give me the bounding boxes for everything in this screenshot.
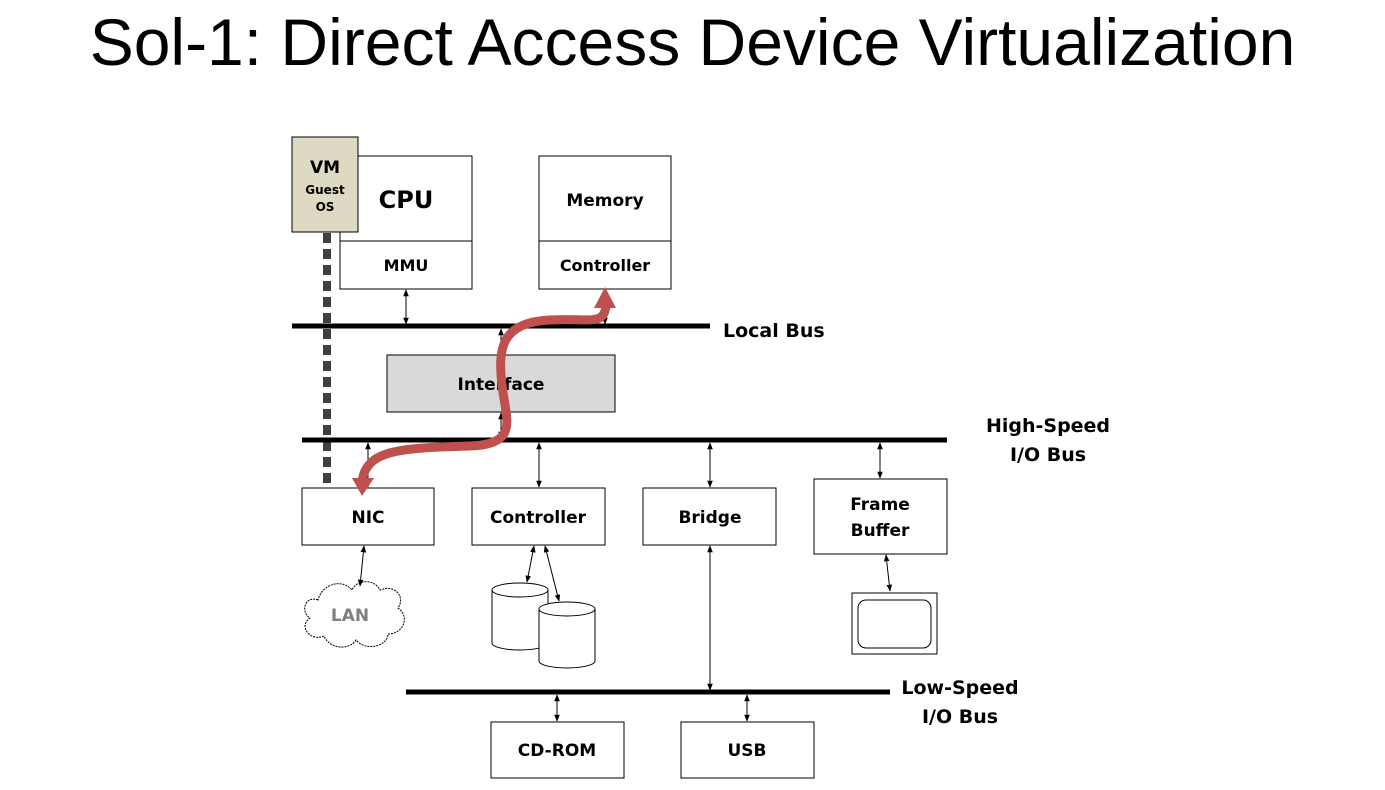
cdrom-label: CD-ROM bbox=[518, 741, 596, 761]
high-speed-bus-label-1: High-Speed bbox=[986, 415, 1110, 437]
frame-buffer-label-2: Buffer bbox=[851, 521, 910, 541]
monitor-icon bbox=[851, 592, 938, 655]
controller-disk2-arrow bbox=[543, 545, 561, 602]
bridge-box bbox=[642, 487, 777, 546]
usb-label: USB bbox=[727, 741, 766, 761]
mmu-label: MMU bbox=[384, 256, 429, 275]
vm-guest-os-box bbox=[291, 136, 359, 233]
memory-controller-label: Controller bbox=[560, 256, 650, 275]
slide-title: Sol-1: Direct Access Device Virtualizati… bbox=[89, 5, 1296, 79]
frame-buffer-box bbox=[813, 478, 948, 555]
cpu-box bbox=[339, 155, 473, 290]
nic-box bbox=[301, 487, 435, 546]
cdrom-box bbox=[490, 721, 625, 779]
low-speed-bus-label-1: Low-Speed bbox=[901, 677, 1018, 699]
lan-label: LAN bbox=[331, 606, 369, 626]
low-speed-bus-label-2: I/O Bus bbox=[922, 706, 998, 728]
memory-label: Memory bbox=[566, 191, 643, 211]
controller-disk1-arrow bbox=[525, 545, 536, 583]
frame-buffer-monitor-arrow bbox=[883, 554, 893, 592]
frame-buffer-label-1: Frame bbox=[850, 495, 910, 515]
disk-cylinder-1-icon bbox=[491, 582, 549, 651]
dma-path-arrow bbox=[357, 300, 611, 487]
vm-os-label: OS bbox=[316, 200, 335, 214]
bridge-label: Bridge bbox=[678, 508, 741, 528]
dma-path-arrowhead-memory bbox=[594, 287, 616, 308]
cpu-label: CPU bbox=[379, 186, 434, 214]
disk-controller-label: Controller bbox=[490, 508, 587, 528]
dma-path-arrowhead-nic bbox=[352, 478, 374, 496]
high-speed-bus-label-2: I/O Bus bbox=[1010, 444, 1086, 466]
usb-box bbox=[680, 721, 815, 779]
vm-guest-label: Guest bbox=[305, 183, 345, 197]
vm-label: VM bbox=[310, 158, 340, 178]
nic-label: NIC bbox=[351, 508, 384, 528]
disk-controller-box bbox=[471, 487, 606, 546]
local-bus-label: Local Bus bbox=[723, 320, 825, 342]
nic-lan-arrow bbox=[357, 545, 367, 587]
disk-cylinder-2-icon bbox=[538, 601, 596, 669]
